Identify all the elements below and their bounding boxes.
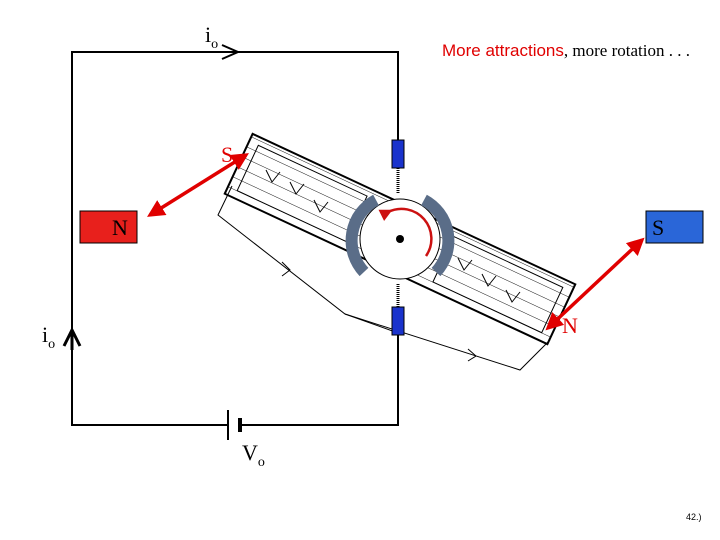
brush-bottom <box>391 284 405 336</box>
attraction-arrow-left-icon <box>147 153 249 217</box>
wire-bottom-right <box>240 333 399 426</box>
slide-number: 42.) <box>686 512 702 522</box>
rotor-shaft <box>396 235 404 243</box>
commutator-segment-right <box>420 194 455 277</box>
stator-north-label: N <box>112 215 128 240</box>
stator-south-pole <box>645 210 704 244</box>
rotor-north-label: N <box>562 313 578 338</box>
stator-north-pole <box>79 210 138 244</box>
circuit-wires <box>71 51 399 426</box>
stator-south-label: S <box>652 215 664 240</box>
battery-icon <box>227 410 242 440</box>
caption: More attractions, more rotation . . . <box>442 38 702 64</box>
caption-rest: , more rotation . . . <box>563 41 690 60</box>
caption-highlight: More attractions <box>442 41 564 60</box>
attraction-arrow-right-icon <box>545 237 645 331</box>
current-arrow-top-icon <box>221 44 241 60</box>
rotation-arrow-icon <box>378 207 433 257</box>
current-label-top: io <box>205 22 218 52</box>
current-arrow-left-icon <box>62 326 82 350</box>
voltage-label: Vo <box>242 440 265 470</box>
brush-top <box>391 139 405 194</box>
winding-direction-markers <box>265 169 521 303</box>
wire-top-left <box>71 51 399 426</box>
commutator-segment-left <box>345 194 380 277</box>
rotor-south-label: S <box>221 142 233 167</box>
current-label-left: io <box>42 322 55 352</box>
